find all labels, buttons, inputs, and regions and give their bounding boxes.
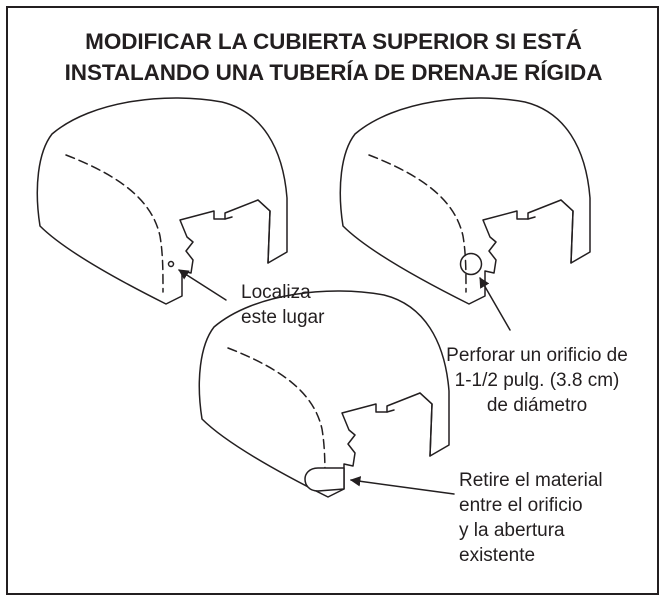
cover-3-arrow [349,476,455,495]
cover-1-inner-edge [224,216,233,220]
cover-3-outline [198,290,450,498]
cover-1-outline [36,97,288,305]
diagram-title: MODIFICAR LA CUBIERTA SUPERIOR SI ESTÁ I… [0,26,667,88]
cover-1-arrow [178,269,227,301]
top-cover-drilled [339,97,591,331]
top-cover-trimmed [198,290,455,498]
cover-1-fold-line [65,154,164,293]
cover-2-arrow [479,277,511,331]
step-3-caption-line: existente [459,545,536,566]
step-2-caption-line: de diámetro [486,395,588,416]
step-2-caption-line: Perforar un orificio de [446,345,628,366]
cover-2-outline [339,97,591,305]
cover-2-fold-line [368,154,467,293]
cover-2-inner-edge [527,216,536,220]
step-1-caption: Localiza este lugar [241,280,324,330]
cover-1-opening-rim [257,199,271,264]
step-3-caption-line: y la abertura [459,520,565,541]
step-3-caption-line: Retire el material [459,470,603,491]
cover-1-location-mark [167,260,175,268]
step-1-caption-line: este lugar [241,307,325,328]
step-2-caption-line: 1-1/2 pulg. (3.8 cm) [454,370,620,391]
cover-3-opening-rim [419,392,433,457]
cover-3-slot [304,467,345,492]
cover-3-inner-edge [386,409,395,413]
cover-2-drilled-hole [459,252,483,276]
step-1-caption-line: Localiza [241,282,311,303]
title-line-1: MODIFICAR LA CUBIERTA SUPERIOR SI ESTÁ [85,29,582,54]
top-cover-original [36,97,288,305]
step-3-caption-line: entre el orificio [459,495,583,516]
title-line-2: INSTALANDO UNA TUBERÍA DE DRENAJE RÍGIDA [64,60,603,85]
cover-2-opening-rim [560,199,574,264]
cover-3-fold-line [227,347,326,486]
step-2-caption: Perforar un orificio de 1-1/2 pulg. (3.8… [424,343,650,418]
step-3-caption: Retire el material entre el orificio y l… [459,468,603,568]
